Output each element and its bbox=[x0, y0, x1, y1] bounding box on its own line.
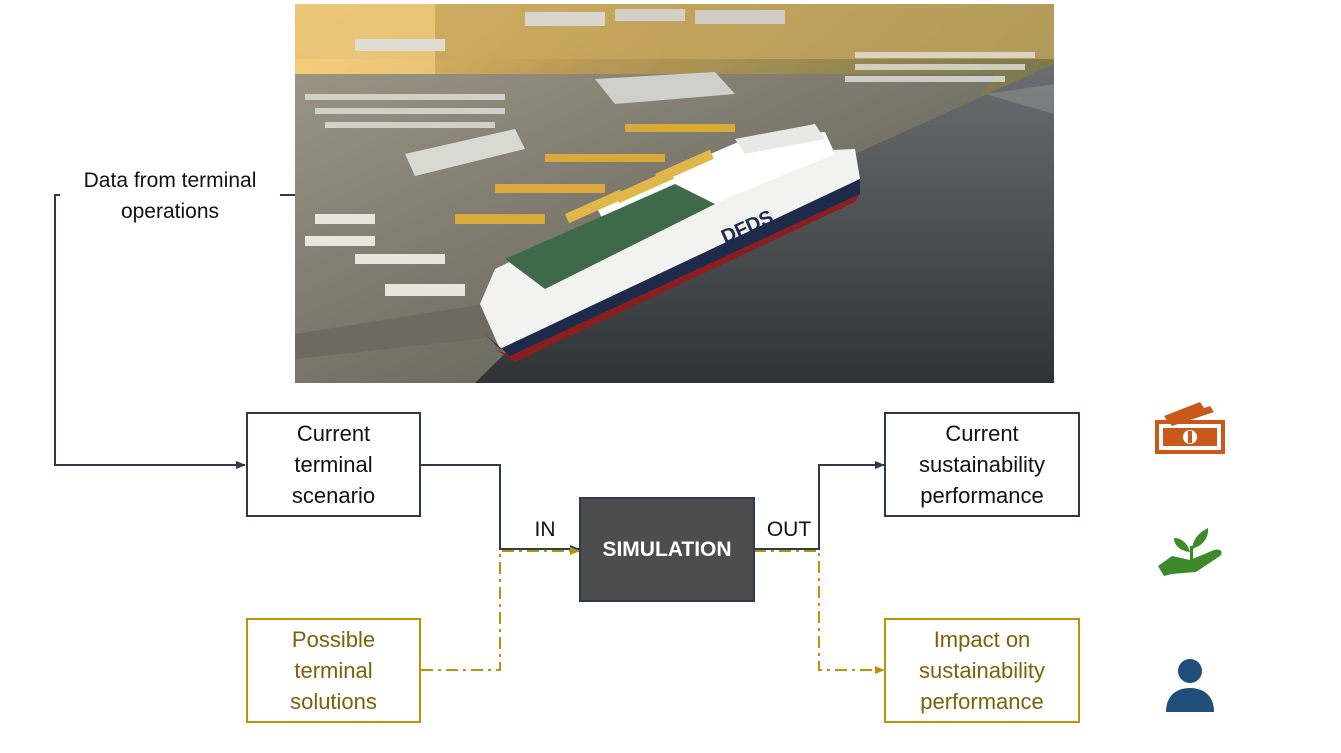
current-performance-box: Current sustainability performance bbox=[884, 412, 1080, 517]
out-label: OUT bbox=[766, 518, 812, 541]
person-icon bbox=[1166, 659, 1214, 712]
money-icon bbox=[1155, 402, 1225, 454]
hand-plant-icon bbox=[1158, 528, 1222, 576]
solutions-to-simulation-line bbox=[421, 547, 580, 671]
possible-solutions-box: Possible terminal solutions bbox=[246, 618, 421, 723]
simulation-to-current-line bbox=[754, 461, 885, 550]
simulation-to-impact-line bbox=[754, 550, 885, 674]
current-scenario-box: Current terminal scenario bbox=[246, 412, 421, 517]
simulation-box: SIMULATION bbox=[579, 497, 755, 602]
terminal-aerial-photo: DFDS bbox=[295, 4, 1054, 383]
scenario-to-simulation-line bbox=[421, 464, 580, 553]
impact-performance-box: Impact on sustainability performance bbox=[884, 618, 1080, 723]
data-source-label: Data from terminal operations bbox=[60, 165, 280, 227]
in-label: IN bbox=[534, 518, 556, 541]
